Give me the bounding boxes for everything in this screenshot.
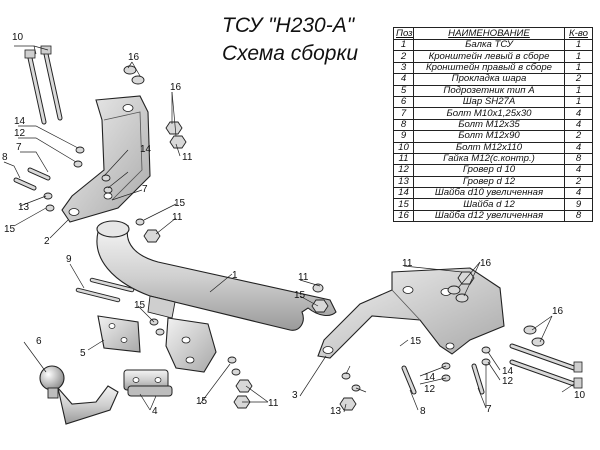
callout-label: 11 (182, 152, 193, 163)
callout-label: 16 (170, 82, 182, 93)
bolts-m12x90 (75, 277, 135, 303)
cell-qty: 1 (564, 38, 593, 52)
cell-name: Балка ТСУ (413, 38, 565, 52)
callout-label: 10 (12, 32, 24, 43)
callout-label: 12 (424, 384, 436, 395)
cell-qty: 8 (564, 209, 593, 223)
callout-label: 12 (502, 376, 514, 387)
callout-label: 14 (14, 116, 26, 127)
callout-label: 16 (552, 306, 564, 317)
callout-label: 14 (502, 366, 514, 377)
cell-name: Шайба d12 увеличенная (413, 209, 565, 223)
ball-spacers (123, 369, 173, 397)
callout-label: 11 (402, 258, 413, 269)
ball-mount-plate (165, 317, 217, 373)
callout-label: 11 (298, 272, 309, 283)
callout-label: 5 (80, 348, 86, 359)
callout-label: 3 (292, 390, 298, 401)
long-bolts-bottom-right (509, 343, 583, 389)
callouts: 10 16 16 14 12 7 8 13 15 2 14 11 7 15 11… (2, 32, 586, 417)
short-bolts-right (401, 363, 485, 395)
callout-label: 1 (232, 270, 238, 281)
diagram-title: ТСУ "Н230-А" (222, 14, 355, 37)
callout-label: 15 (134, 300, 146, 311)
callout-label: 11 (268, 398, 279, 409)
callout-label: 8 (420, 406, 426, 417)
callout-label: 7 (16, 142, 22, 153)
parts-table-header: Поз. НАИМЕНОВАНИЕ К-во (393, 27, 593, 40)
callout-label: 14 (140, 144, 152, 155)
fasteners (43, 65, 545, 411)
tow-beam (96, 220, 337, 331)
callout-label: 4 (152, 406, 158, 417)
short-bolts-left (13, 167, 51, 191)
leader-lines (3, 45, 575, 413)
callout-label: 15 (410, 336, 422, 347)
diagram-subtitle: Схема сборки (222, 42, 359, 65)
socket-holder (97, 315, 141, 353)
callout-label: 15 (196, 396, 208, 407)
callout-label: 10 (574, 390, 586, 401)
callout-label: 14 (424, 372, 436, 383)
tow-ball (39, 365, 119, 425)
left-bracket (61, 95, 151, 223)
callout-label: 16 (480, 258, 492, 269)
callout-label: 9 (66, 254, 72, 265)
long-bolts-top-left (24, 45, 63, 125)
cell-pos: 2 (393, 50, 414, 63)
callout-label: 15 (294, 290, 306, 301)
callout-label: 15 (4, 224, 16, 235)
callout-label: 15 (174, 198, 186, 209)
callout-label: 7 (486, 404, 492, 415)
callout-label: 11 (172, 212, 183, 223)
callout-label: 13 (18, 202, 30, 213)
callout-label: 8 (2, 152, 8, 163)
callout-label: 6 (36, 336, 42, 347)
callout-label: 7 (142, 184, 148, 195)
callout-label: 16 (128, 52, 140, 63)
callout-label: 13 (330, 406, 342, 417)
callout-label: 12 (14, 128, 26, 139)
cell-qty: 1 (564, 50, 593, 63)
callout-label: 2 (44, 236, 50, 247)
